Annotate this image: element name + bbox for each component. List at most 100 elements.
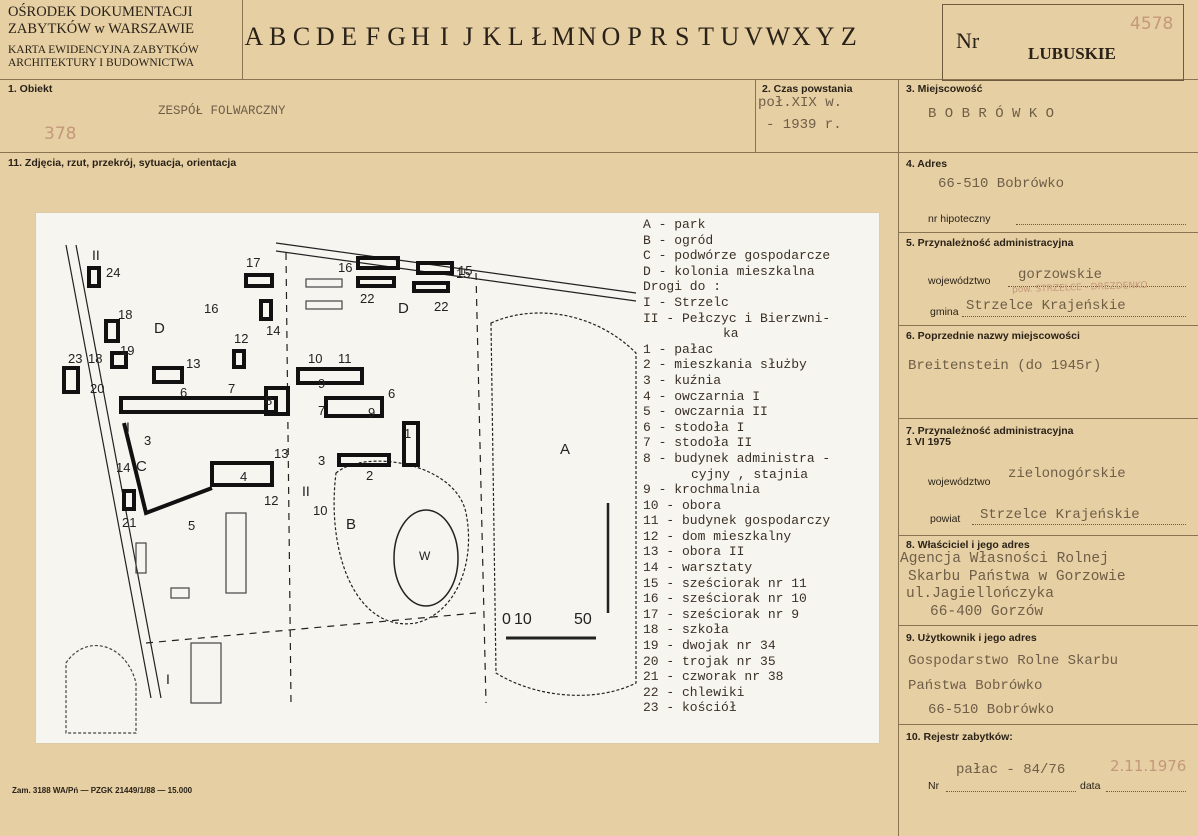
legend-item: 7 - stodoła II [643, 435, 753, 451]
legend-item: A - park [643, 217, 706, 232]
legend-item: 20 - trojak nr 35 [643, 653, 776, 669]
index-letter: F [365, 22, 381, 51]
handwritten-number: 4578 [1130, 14, 1174, 34]
powiat-value: Strzelce Krajeńskie [980, 507, 1140, 523]
legend-item: 10 - obora [643, 497, 722, 513]
institution-line1: OŚRODEK DOKUMENTACJI [8, 4, 193, 20]
index-letter: C [292, 22, 311, 51]
hipoteczny-label: nr hipoteczny [928, 213, 991, 225]
uzytkownik-line2: Państwa Bobrówko [908, 678, 1043, 694]
czas-label: 2. Czas powstania [762, 83, 853, 95]
building-number: 3 [318, 453, 326, 468]
right-line-10 [898, 724, 1198, 725]
index-letter: H [411, 22, 430, 51]
scale-50: 50 [574, 611, 592, 628]
index-letter: B [269, 22, 287, 51]
building-15 [416, 261, 454, 275]
building-number: 14 [116, 460, 131, 475]
building-number: 22 [360, 291, 375, 306]
index-letter: L [507, 22, 524, 51]
col-divider-czas [755, 79, 756, 152]
building-number: 3 [144, 433, 152, 448]
building-number: 5 [188, 518, 196, 533]
building-12 [232, 349, 246, 369]
right-line-5 [898, 232, 1198, 233]
building-4 [210, 461, 274, 487]
building-16 [356, 256, 400, 270]
legend-item: II - Pełczyc i Bierzwni- [643, 310, 831, 326]
building-number: 22 [434, 299, 449, 314]
powiat-dots [972, 524, 1186, 525]
legend-item: 18 - szkoła [643, 622, 729, 638]
legend-item: 6 - stodoła I [643, 419, 745, 435]
wojewodztwo-label: województwo [928, 275, 991, 287]
wlasciciel-label: 8. Właściciel i jego adres [906, 539, 1030, 551]
obiekt-value: ZESPÓŁ FOLWARCZNY [158, 104, 286, 118]
right-line-9 [898, 625, 1198, 626]
region-name: LUBUSKIE [1028, 44, 1116, 63]
index-letter: N [577, 22, 597, 51]
legend-item: 8 - budynek administra - [643, 450, 831, 466]
index-letter: G [387, 22, 407, 51]
czas-line2: - 1939 r. [766, 117, 842, 133]
building-number: 2 [366, 468, 374, 483]
legend-item: 23 - kościół [643, 700, 737, 716]
poprzednie-label: 6. Poprzednie nazwy miejscowości [906, 330, 1080, 342]
building-number: 19 [120, 343, 135, 358]
road-top-1 [275, 242, 637, 294]
road-label-i-mid: I [126, 419, 130, 435]
building-number: 13 [274, 446, 289, 461]
legend-item: 22 - chlewiki [643, 684, 745, 700]
index-letter: S [675, 22, 690, 51]
site-plan-drawing [62, 242, 637, 734]
outline-4 [135, 542, 147, 574]
wlasciciel-line3: ul.Jagiellończyka [906, 586, 1054, 602]
building-number: 6 [388, 386, 396, 401]
area-label-w: W [419, 549, 431, 563]
building-number: 24 [106, 265, 121, 280]
road-left-1 [65, 244, 152, 699]
wlasciciel-lines: Agencja Własności Rolnej Skarbu Państwa … [900, 551, 1126, 621]
powiat-label: powiat [930, 513, 961, 525]
miejscowosc-value: B O B R Ó W K O [928, 106, 1055, 122]
index-letter: K [482, 22, 502, 51]
right-line-7 [898, 418, 1198, 419]
legend-item: 17 - sześciorak nr 9 [643, 606, 800, 622]
index-letter: O [601, 22, 621, 51]
building-21 [122, 489, 136, 511]
building-number: 20 [90, 381, 105, 396]
building-13 [152, 366, 184, 384]
wlasciciel-line1: Agencja Własności Rolnej [900, 551, 1109, 567]
uzytkownik-label: 9. Użytkownik i jego adres [906, 632, 1037, 644]
index-letter: D [315, 22, 335, 51]
legend-item: 5 - owczarnia II [643, 404, 768, 420]
area-label-a: A [560, 441, 571, 458]
rejestr-hand-date: 2.11.1976 [1110, 757, 1187, 775]
building-number: 7 [228, 381, 236, 396]
index-letter: T [698, 22, 714, 51]
building-9 [324, 396, 384, 418]
card-title-line2: ARCHITEKTURY I BUDOWNICTWA [8, 57, 195, 69]
road-label-ii-left: II [92, 247, 100, 263]
przynaleznosc1975-label: 7. Przynależność administracyjna 1 VI 19… [906, 426, 1074, 448]
park-boundary [490, 312, 637, 696]
garden-boundary [333, 460, 470, 625]
legend-item: 19 - dwojak nr 34 [643, 638, 776, 654]
uzytkownik-line1: Gospodarstwo Rolne Skarbu [908, 653, 1119, 669]
legend-item: 9 - krochmalnia [643, 482, 761, 498]
legend-item: 14 - warsztaty [643, 560, 753, 576]
region-box [942, 4, 1184, 81]
building-number: 13 [186, 356, 201, 371]
building-22a [356, 276, 396, 288]
wojewodztwo-value: gorzowskie [1018, 267, 1103, 283]
building-6-7 [119, 396, 278, 414]
legend-item: I - Strzelc [643, 294, 729, 310]
right-line-8 [898, 535, 1198, 536]
building-number: 9 [368, 405, 376, 420]
card-title-line1: KARTA EWIDENCYJNA ZABYTKÓW [8, 44, 199, 56]
road-diag-dashed [145, 612, 477, 644]
area-label-c: C [136, 458, 147, 475]
building-number: 18 [118, 307, 133, 322]
building-8 [264, 386, 290, 416]
